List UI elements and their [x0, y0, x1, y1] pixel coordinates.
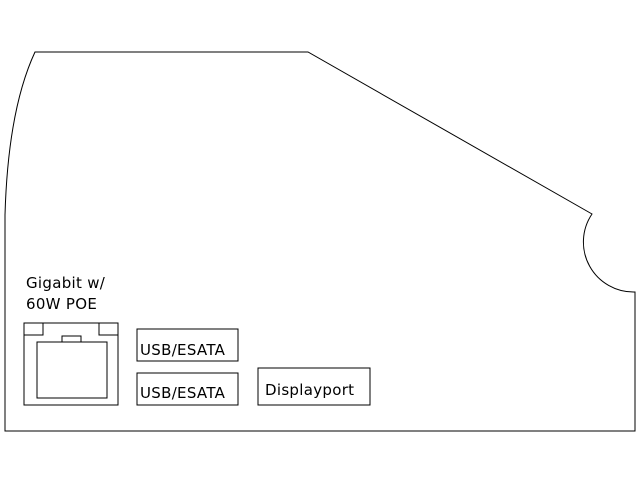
usb-esata-port-bottom[interactable]: USB/ESATA — [136, 372, 239, 406]
usb-esata-bottom-label: USB/ESATA — [140, 384, 226, 402]
usb-esata-port-top[interactable]: USB/ESATA — [136, 328, 239, 362]
panel-outline — [4, 51, 636, 432]
usb-esata-top-frame — [136, 328, 239, 362]
ethernet-led-right — [98, 323, 118, 336]
usb-esata-top-label: USB/ESATA — [140, 341, 226, 359]
ethernet-latch — [61, 335, 82, 343]
ethernet-led-left — [24, 323, 44, 336]
ethernet-port-frame — [23, 322, 119, 406]
ethernet-port[interactable] — [23, 322, 119, 406]
displayport-frame — [257, 367, 371, 406]
displayport-label: Displayport — [265, 381, 354, 399]
ethernet-label-line1: Gigabit w/ — [26, 274, 106, 292]
usb-esata-bottom-frame — [136, 372, 239, 406]
displayport-port[interactable]: Displayport — [257, 367, 371, 406]
ethernet-socket — [36, 341, 108, 399]
ethernet-label-line2: 60W POE — [26, 295, 97, 313]
